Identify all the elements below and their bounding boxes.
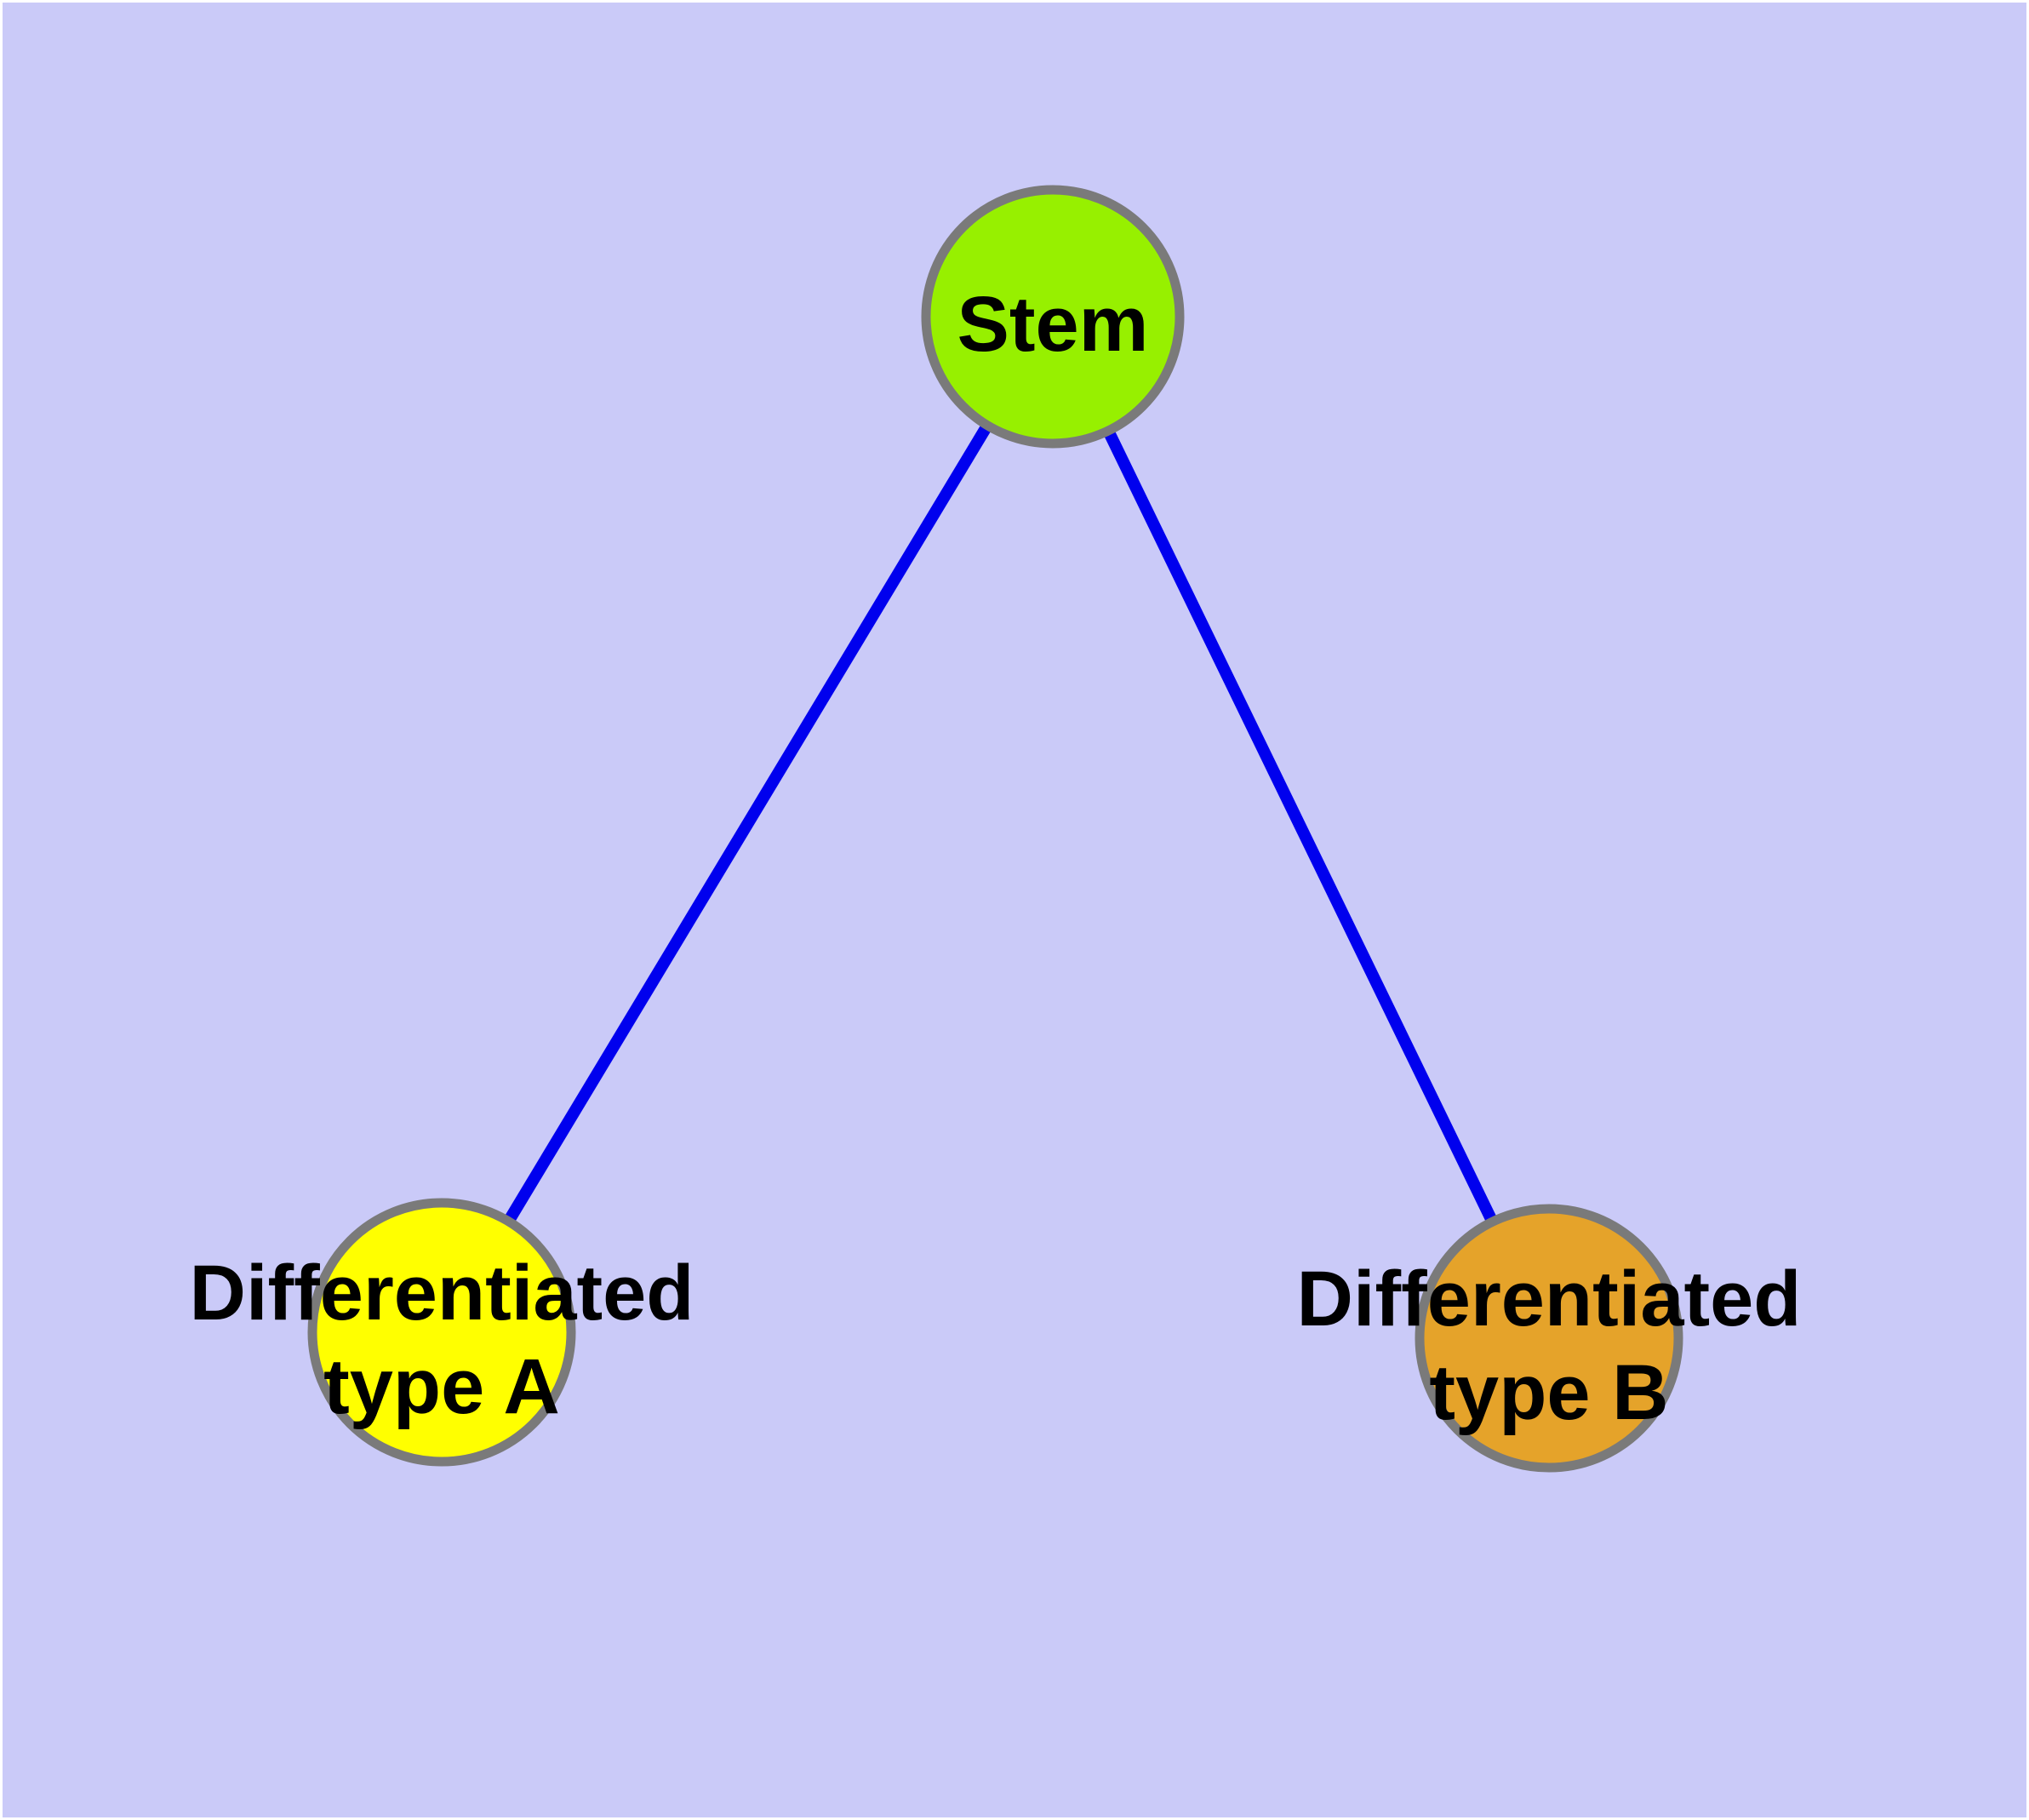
node-label-diff-b-line-1: Differentiated — [1297, 1256, 1802, 1342]
node-diff-a — [307, 1198, 576, 1467]
node-label-diff-b-line-2: type B — [1429, 1349, 1668, 1436]
edge-stem-diff-a — [437, 313, 1058, 1336]
node-label-stem-line-1: Stem — [957, 281, 1149, 368]
node-label-diff-a-line-2: type A — [323, 1343, 560, 1430]
node-stem — [921, 185, 1185, 449]
node-label-diff-a-line-1: Differentiated — [190, 1250, 694, 1336]
node-diff-b — [1415, 1204, 1683, 1473]
node-circle-diff-b — [1415, 1204, 1683, 1473]
edge-stem-diff-b — [1047, 313, 1555, 1342]
node-circle-stem — [921, 185, 1185, 449]
node-circle-diff-a — [307, 1198, 576, 1467]
